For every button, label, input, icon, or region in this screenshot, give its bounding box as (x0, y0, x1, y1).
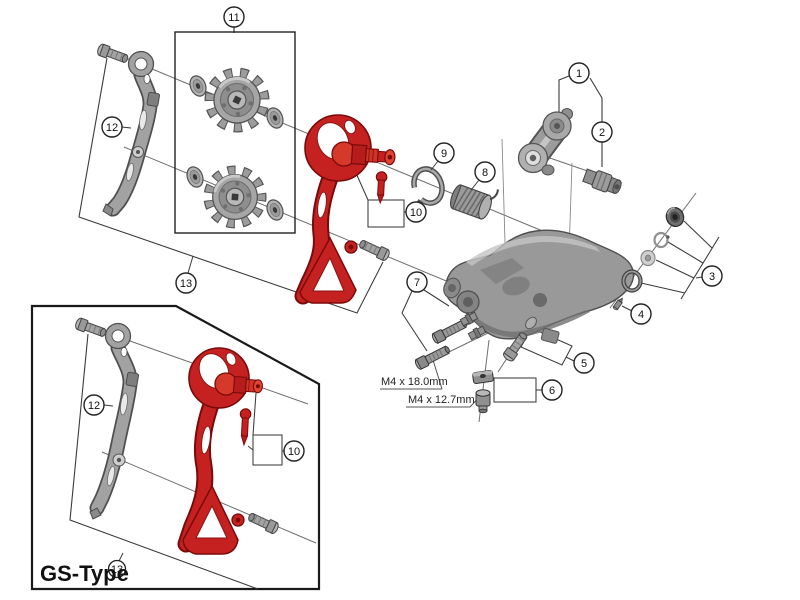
gs-bracket-10 (247, 392, 284, 466)
gs-type-title: GS-Type (40, 561, 129, 586)
cage-nut (472, 369, 494, 385)
bracket-1 (558, 75, 603, 167)
gs-callout-12: 12 (83, 394, 105, 416)
callout-2: 2 (591, 121, 613, 143)
svg-text:9: 9 (441, 148, 447, 160)
gs-leader-12 (103, 404, 114, 407)
callout-8: 8 (470, 161, 496, 191)
tick-13 (187, 255, 194, 274)
o-ring (653, 231, 669, 249)
svg-text:6: 6 (549, 385, 555, 397)
gs-bracket-13 (69, 333, 259, 590)
callout-9: 9 (430, 142, 455, 171)
tiny-set-screw (612, 297, 623, 311)
callout-7: 7 (406, 271, 428, 293)
cage-stopper-pin-red (375, 171, 388, 205)
callout-4: 4 (630, 303, 652, 325)
svg-text:13: 13 (180, 278, 192, 290)
bracket-7 (401, 289, 450, 352)
inner-plate (102, 50, 161, 217)
gs-outer-plate-red (177, 347, 263, 555)
svg-text:3: 3 (709, 271, 715, 283)
bracket-13 (78, 57, 384, 314)
gs-callout-13: 13 (107, 559, 127, 579)
callout-3: 3 (701, 265, 723, 287)
derailleur-body (443, 229, 635, 344)
cage-bolt (475, 389, 491, 414)
stopper-washer (525, 316, 537, 330)
dimension-label-short-bolt: M4 x 12.7mm (408, 394, 475, 406)
bracket-3 (640, 220, 720, 300)
callout-6: 6 (541, 379, 563, 401)
svg-text:12: 12 (88, 400, 100, 412)
callout-5: 5 (573, 352, 595, 374)
adjust-parts-group (621, 206, 685, 293)
bracket-11-box (174, 31, 296, 234)
gs-tick-13 (118, 552, 124, 562)
callout-12: 12 (101, 116, 123, 138)
limit-screw-plate (467, 325, 487, 341)
svg-text:7: 7 (414, 277, 420, 289)
svg-text:11: 11 (228, 12, 239, 24)
svg-text:1: 1 (576, 68, 582, 80)
svg-text:13: 13 (111, 564, 123, 576)
callout-11: 11 (223, 6, 245, 28)
svg-text:10: 10 (410, 207, 422, 219)
svg-text:12: 12 (106, 122, 118, 134)
svg-text:10: 10 (288, 446, 300, 458)
callout-1: 1 (568, 62, 590, 84)
gs-callout-10: 10 (283, 440, 305, 462)
svg-text:2: 2 (599, 127, 605, 139)
gs-cage-stopper-pin-red (239, 408, 252, 447)
leader-12 (121, 126, 132, 129)
gs-inner-plate (89, 322, 140, 520)
dimension-label-long-bolt: M4 x 18.0mm (381, 376, 448, 388)
outer-plate-red (294, 114, 396, 305)
p-tension-spring (450, 184, 499, 220)
bracket-6 (493, 377, 542, 403)
bracket-axle-unit (517, 107, 574, 176)
callout-10: 10 (405, 201, 427, 223)
svg-text:8: 8 (482, 167, 488, 179)
callout-13: 13 (175, 272, 197, 294)
svg-text:5: 5 (581, 358, 587, 370)
svg-text:4: 4 (638, 309, 644, 321)
limit-screw-plate (459, 311, 479, 327)
leader-4 (621, 305, 633, 312)
bracket-bolt (582, 168, 622, 195)
gs-inset (30, 304, 321, 591)
